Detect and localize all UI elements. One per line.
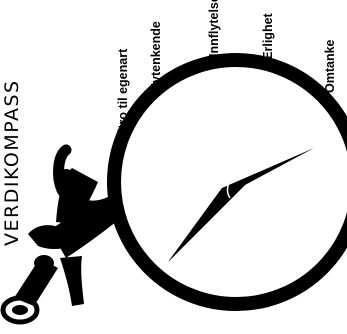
value-label-nytenkende: Nytenkende [149,21,163,92]
value-label-aerlighet: Ærlighet [261,12,275,64]
value-label-innflytelse: Innflytelse [207,0,221,57]
diagram-title: VERDIKOMPASS [1,79,23,246]
compass-handle [53,144,116,212]
compass-icon [107,53,347,311]
binoculars-icon [0,255,58,325]
value-label-omtanke: Omtanke [323,39,337,93]
leg-shape [60,256,84,306]
